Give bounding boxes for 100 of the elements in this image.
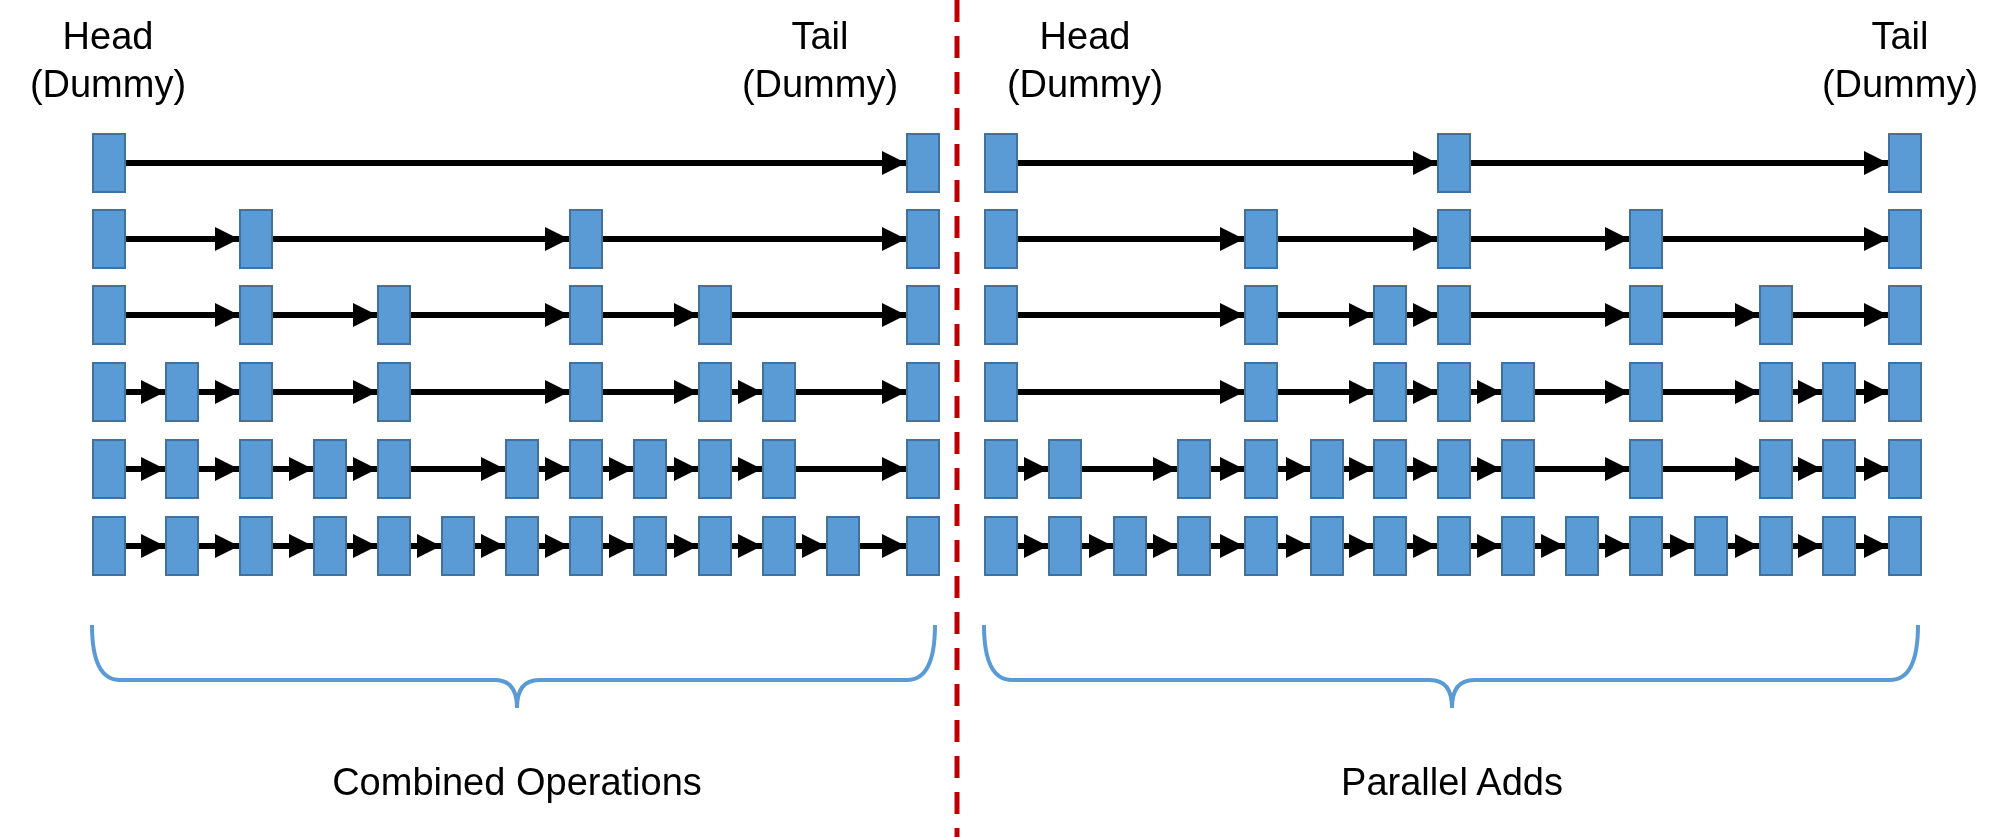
- text-label: Tail (Dummy): [1820, 14, 1980, 107]
- node-box: [1888, 362, 1922, 422]
- arrow: [603, 303, 698, 327]
- arrow: [199, 457, 239, 481]
- arrow: [1663, 534, 1694, 558]
- arrow: [273, 457, 313, 481]
- node-box: [698, 362, 732, 422]
- node-box: [984, 362, 1018, 422]
- arrow: [1018, 380, 1244, 404]
- arrow: [1471, 227, 1629, 251]
- node-box: [1244, 285, 1278, 345]
- arrow: [796, 457, 906, 481]
- node-box: [313, 439, 347, 499]
- node-box: [906, 209, 940, 269]
- node-box: [1437, 285, 1471, 345]
- arrow: [1471, 380, 1501, 404]
- node-box: [1437, 516, 1471, 576]
- node-box: [92, 285, 126, 345]
- arrow: [411, 457, 505, 481]
- node-box: [92, 439, 126, 499]
- node-box: [698, 439, 732, 499]
- arrow: [1147, 534, 1177, 558]
- text-label: Head (Dummy): [1005, 14, 1165, 107]
- node-box: [313, 516, 347, 576]
- node-box: [239, 516, 273, 576]
- node-box: [1822, 516, 1856, 576]
- arrow: [603, 534, 633, 558]
- node-box: [377, 362, 411, 422]
- arrow: [273, 380, 377, 404]
- node-box: [1310, 439, 1344, 499]
- arrow: [1856, 457, 1888, 481]
- arrow: [1471, 457, 1501, 481]
- arrow: [1018, 534, 1048, 558]
- node-box: [1177, 439, 1211, 499]
- node-box: [984, 209, 1018, 269]
- arrow: [1278, 534, 1310, 558]
- node-box: [984, 285, 1018, 345]
- arrow: [1599, 534, 1629, 558]
- arrow: [1278, 457, 1310, 481]
- arrow: [796, 534, 826, 558]
- node-box: [441, 516, 475, 576]
- arrow: [1211, 534, 1244, 558]
- arrow: [1407, 380, 1437, 404]
- node-box: [906, 439, 940, 499]
- arrow: [1793, 380, 1822, 404]
- arrow: [199, 380, 239, 404]
- arrow: [126, 303, 239, 327]
- node-box: [1629, 439, 1663, 499]
- arrow: [273, 534, 313, 558]
- node-box: [1244, 516, 1278, 576]
- node-box: [1888, 133, 1922, 193]
- arrow: [1663, 380, 1759, 404]
- node-box: [1437, 133, 1471, 193]
- arrow: [1211, 457, 1244, 481]
- node-box: [633, 516, 667, 576]
- node-box: [1822, 439, 1856, 499]
- node-box: [1048, 516, 1082, 576]
- node-box: [569, 439, 603, 499]
- node-box: [377, 285, 411, 345]
- arrow: [860, 534, 906, 558]
- node-box: [984, 439, 1018, 499]
- node-box: [906, 516, 940, 576]
- text-label: Head (Dummy): [28, 14, 188, 107]
- node-box: [1759, 516, 1793, 576]
- arrow: [347, 534, 377, 558]
- arrow: [732, 457, 762, 481]
- node-box: [1694, 516, 1728, 576]
- arrow: [126, 457, 165, 481]
- arrow: [1082, 534, 1113, 558]
- node-box: [1310, 516, 1344, 576]
- arrow: [1535, 380, 1629, 404]
- arrow: [1663, 227, 1888, 251]
- arrow: [475, 534, 505, 558]
- arrow: [1663, 457, 1759, 481]
- arrow: [411, 534, 441, 558]
- arrow: [603, 457, 633, 481]
- node-box: [1373, 362, 1407, 422]
- node-box: [1501, 439, 1535, 499]
- node-box: [1888, 285, 1922, 345]
- node-box: [239, 439, 273, 499]
- node-box: [569, 516, 603, 576]
- node-box: [984, 516, 1018, 576]
- node-box: [698, 285, 732, 345]
- node-box: [826, 516, 860, 576]
- node-box: [1373, 439, 1407, 499]
- arrow: [126, 534, 165, 558]
- arrow: [732, 303, 906, 327]
- node-box: [633, 439, 667, 499]
- arrow: [1278, 227, 1437, 251]
- node-box: [165, 362, 199, 422]
- node-box: [1759, 439, 1793, 499]
- arrow: [539, 534, 569, 558]
- node-box: [1565, 516, 1599, 576]
- node-box: [1888, 516, 1922, 576]
- arrow: [539, 457, 569, 481]
- arrow: [1018, 151, 1437, 175]
- arrow: [1663, 303, 1759, 327]
- node-box: [1629, 285, 1663, 345]
- arrow: [1856, 380, 1888, 404]
- node-box: [762, 516, 796, 576]
